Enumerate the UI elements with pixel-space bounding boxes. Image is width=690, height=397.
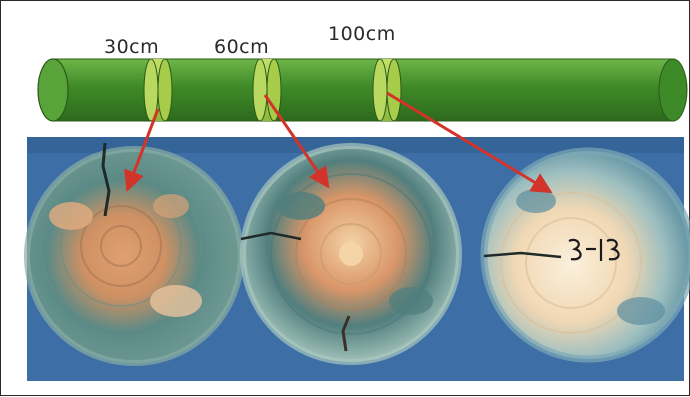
log-cylinder — [38, 59, 687, 121]
cross-section-photo — [27, 137, 690, 381]
cut-band-100 — [373, 59, 401, 121]
label-60cm: 60cm — [214, 36, 269, 58]
cross-section-100cm — [484, 151, 690, 359]
cross-section-60cm — [241, 146, 459, 362]
label-100cm: 100cm — [328, 23, 396, 45]
label-30cm: 30cm — [104, 36, 159, 58]
log-end-right — [659, 59, 687, 121]
log-end-left — [38, 59, 68, 121]
